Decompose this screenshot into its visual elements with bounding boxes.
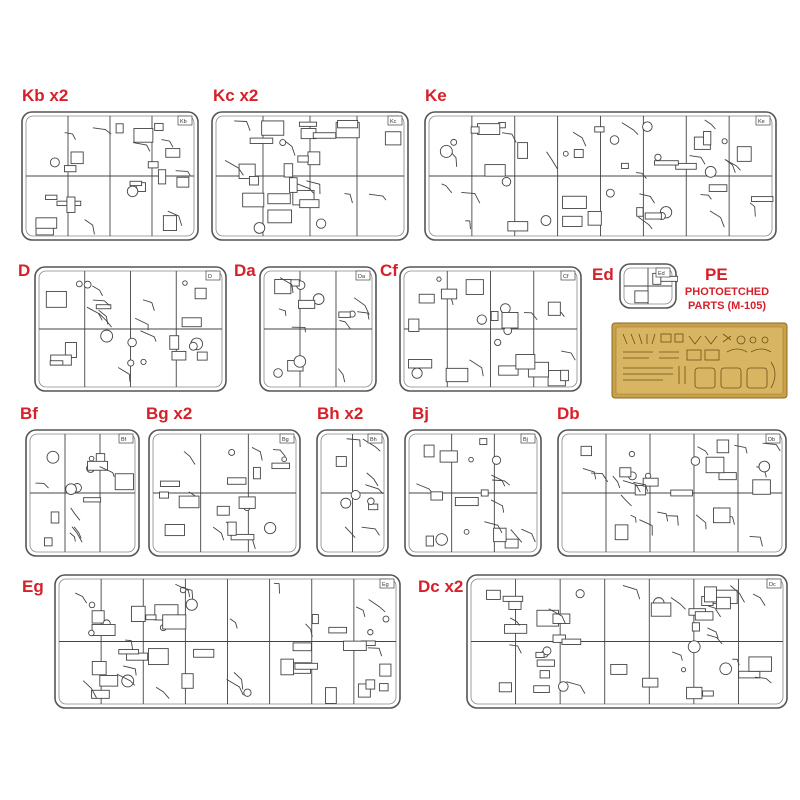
sprue-corner-tag-bg: Bg	[282, 437, 289, 443]
pe-subtitle-line1: PHOTOETCHED	[684, 286, 770, 298]
sprue-label-ke: Ke	[425, 86, 447, 105]
pe-subtitle: PHOTOETCHED PARTS (M-105)	[672, 285, 782, 313]
sprue-corner-tag-ke: Ke	[758, 119, 765, 125]
sprue-frame-da: Da	[258, 265, 378, 393]
sprue-corner-tag-bj: Bj	[523, 437, 528, 443]
sprue-frame-bf: Bf	[24, 428, 141, 558]
sprue-corner-tag-bf: Bf	[121, 437, 127, 443]
sprue-label-bj: Bj	[412, 404, 429, 423]
sprue-corner-tag-eg: Eg	[382, 582, 389, 588]
sprue-label-da: Da	[234, 261, 256, 280]
sprue-frame-bh: Bh	[315, 428, 390, 558]
sprue-label-bg: Bg x2	[146, 404, 193, 423]
sprue-corner-tag-dc: Dc	[769, 582, 776, 588]
sprue-corner-tag-db: Db	[768, 437, 775, 443]
sprue-frame-kc: Kc	[210, 110, 410, 242]
sprue-corner-tag-d: D	[208, 274, 212, 280]
sprue-corner-tag-kc: Kc	[390, 119, 397, 125]
sprue-label-bf: Bf	[20, 404, 38, 423]
sprue-frame-cf: Cf	[398, 265, 583, 393]
photoetched-fret	[611, 322, 788, 399]
sprue-corner-tag-ed: Ed	[658, 271, 665, 277]
sprue-label-cf: Cf	[380, 261, 398, 280]
sprue-label-d: D	[18, 261, 31, 280]
sprue-label-db: Db	[557, 404, 580, 423]
pe-subtitle-line2: PARTS (M-105)	[687, 300, 767, 312]
sprue-label-bh: Bh x2	[317, 404, 364, 423]
sprue-frame-dc: Dc	[465, 573, 789, 710]
sprue-frame-eg: Eg	[53, 573, 402, 710]
pe-title: PE	[705, 265, 728, 284]
sprue-frame-kb: Kb	[20, 110, 200, 242]
sprue-corner-tag-da: Da	[358, 274, 366, 280]
sprue-frame-db: Db	[556, 428, 788, 558]
sprue-label-kc: Kc x2	[213, 86, 259, 105]
sprue-corner-tag-bh: Bh	[370, 437, 377, 443]
sprue-frame-bg: Bg	[147, 428, 302, 558]
sprue-label-dc: Dc x2	[418, 577, 464, 596]
sprue-corner-tag-kb: Kb	[180, 119, 187, 125]
sprue-label-eg: Eg	[22, 577, 44, 596]
sprue-frame-ke: Ke	[423, 110, 778, 242]
sprue-frame-bj: Bj	[403, 428, 543, 558]
sprue-corner-tag-cf: Cf	[563, 274, 569, 280]
sprue-frame-d: D	[33, 265, 228, 393]
sprue-label-kb: Kb x2	[22, 86, 69, 105]
sprue-label-ed: Ed	[592, 265, 614, 284]
sprue-frame-ed: Ed	[618, 262, 678, 310]
